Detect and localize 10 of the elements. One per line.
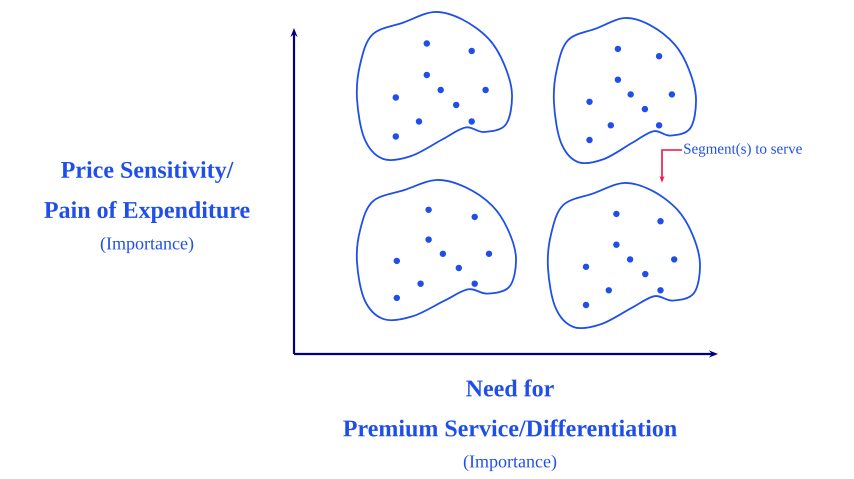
segment-blob <box>546 182 701 330</box>
axis-label: Premium Service/Differentiation <box>343 419 677 437</box>
axis-label: Price Sensitivity/ <box>61 161 234 183</box>
segment-blob <box>356 179 517 322</box>
axis-label: (Importance) <box>100 236 194 254</box>
axis-label: (Importance) <box>464 454 556 472</box>
callout-text: Segment(s) to serve <box>684 143 802 157</box>
axis-label: Pain of Expenditure <box>44 201 250 223</box>
segment-blob <box>356 11 513 162</box>
axis-label: Need for <box>466 379 554 397</box>
